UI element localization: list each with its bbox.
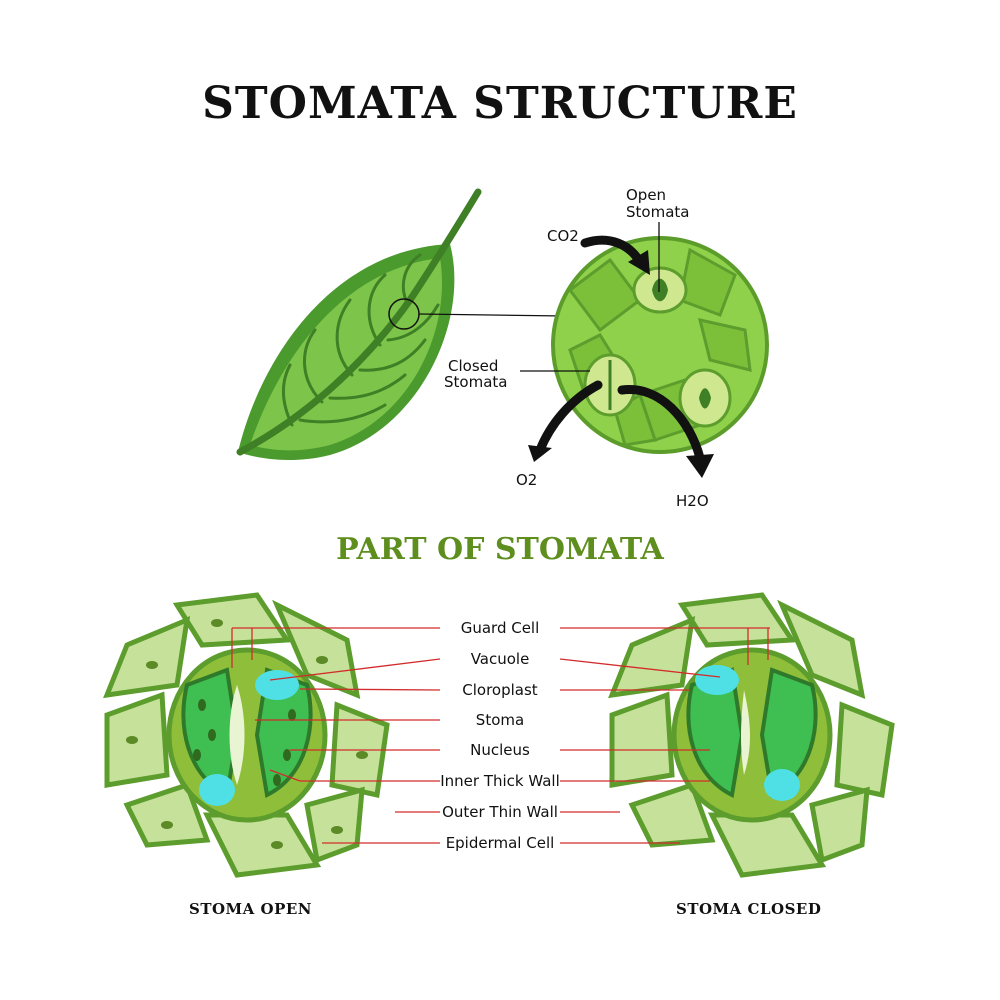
- caption-stoma-closed: STOMA CLOSED: [676, 900, 822, 918]
- open-stomata-label-line2: Stomata: [626, 203, 690, 221]
- part-label-nucleus: Nucleus: [470, 741, 530, 759]
- h2o-label: H2O: [676, 492, 709, 510]
- part-label-epidermal-cell: Epidermal Cell: [445, 834, 555, 852]
- part-label-guard-cell: Guard Cell: [460, 619, 540, 637]
- o2-label: O2: [516, 471, 538, 489]
- part-label-stoma: Stoma: [475, 711, 525, 729]
- part-label-inner-thick-wall: Inner Thick Wall: [440, 772, 560, 790]
- co2-label: CO2: [547, 227, 579, 245]
- leaf-illustration: [236, 188, 566, 461]
- open-stomata-label-line1: Open: [626, 186, 667, 204]
- gas-exchange-arrows: [528, 235, 714, 478]
- stoma-closed-illustration: [608, 592, 895, 878]
- part-label-outer-thin-wall: Outer Thin Wall: [442, 803, 558, 821]
- page-title: STOMATA STRUCTURE: [202, 78, 798, 129]
- closed-stomata-label-line1: Closed: [448, 357, 499, 375]
- part-leader-lines: [231, 627, 770, 844]
- part-label-vacuole: Vacuole: [470, 650, 530, 668]
- closed-stomata-label-line2: Stomata: [444, 373, 508, 391]
- stoma-open-illustration: [103, 592, 390, 878]
- part-label-cloroplast: Cloroplast: [462, 681, 538, 699]
- section-subtitle: PART OF STOMATA: [336, 532, 664, 567]
- caption-stoma-open: STOMA OPEN: [189, 900, 313, 918]
